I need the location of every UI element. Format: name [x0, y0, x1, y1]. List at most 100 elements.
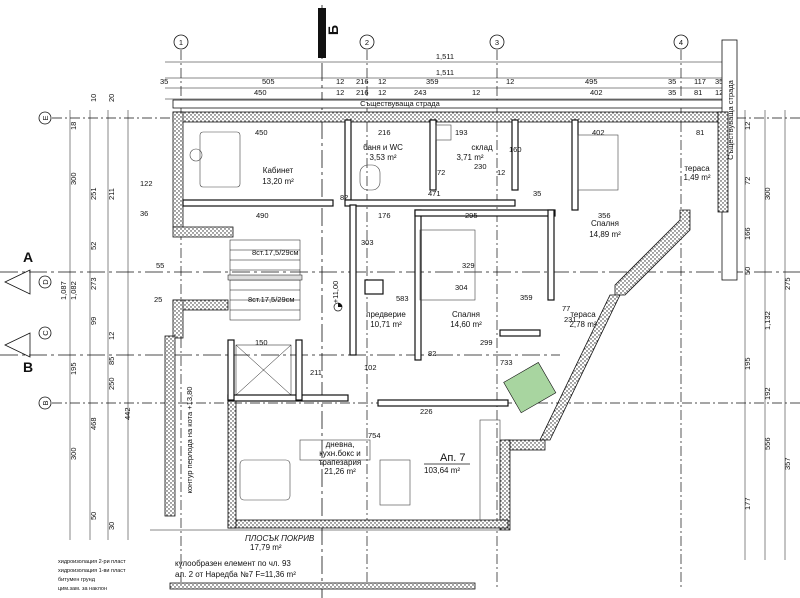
dim-l-122: 122 — [140, 179, 153, 188]
dim-l-211: 211 — [107, 188, 116, 200]
room-area-study: 13,20 m² — [262, 177, 294, 186]
room-name-bedroom-2: Спалня — [452, 310, 480, 319]
dim-t-12d: 12 — [336, 88, 344, 97]
dim-t-35a: 35 — [160, 77, 168, 86]
dim-l-250: 250 — [107, 377, 116, 390]
room-name-bath: баня и WC — [363, 143, 403, 152]
room-name-hall: предверие — [366, 310, 406, 319]
section-a-marker: A — [0, 249, 800, 295]
dim-i-402: 402 — [592, 128, 605, 137]
dim-t-450: 450 — [254, 88, 267, 97]
dim-i-72: 72 — [437, 168, 445, 177]
dim-r-166: 166 — [743, 227, 752, 240]
dim-l-195: 195 — [69, 362, 78, 375]
dim-i-583: 583 — [396, 294, 409, 303]
dim-r-177: 177 — [743, 497, 752, 510]
dim-t-12g: 12 — [715, 88, 723, 97]
dim-i-295: 295 — [465, 211, 478, 220]
dim-t-12f: 12 — [472, 88, 480, 97]
dim-t-12b: 12 — [378, 77, 386, 86]
dim-i-754: 754 — [368, 431, 381, 440]
apartment-name: Ап. 7 — [440, 452, 466, 464]
dim-t-35d: 35 — [668, 88, 676, 97]
dim-l-25: 25 — [154, 295, 162, 304]
dim-i-150: 150 — [255, 338, 268, 347]
outer-walls — [164, 111, 729, 531]
dim-i-359: 359 — [520, 293, 533, 302]
room-name-living-1: дневна, — [326, 440, 355, 449]
dim-t-359: 359 — [426, 77, 439, 86]
dim-l-1087: 1,087 — [59, 281, 68, 300]
dim-t-12e: 12 — [378, 88, 386, 97]
existing-street-right-label: Съществуваща страда — [726, 79, 735, 160]
dim-l-85: 85 — [107, 357, 116, 365]
section-letter-top: Б — [325, 25, 341, 35]
room-name-bedroom-1: Спалня — [591, 219, 619, 228]
dim-i-303: 303 — [361, 238, 374, 247]
dim-i-304: 304 — [455, 283, 468, 292]
apartment-area: 103,64 m² — [424, 466, 460, 475]
stairs-label-1: 8ст.17,5/29см — [252, 248, 299, 257]
dim-i-471: 471 — [428, 189, 441, 198]
dim-r-192: 192 — [763, 387, 772, 400]
dim-t-402: 402 — [590, 88, 603, 97]
dim-t-12a: 12 — [336, 77, 344, 86]
dim-total-2: 1,511 — [436, 68, 454, 77]
roof-label: ПЛОСЪК ПОКРИВ — [245, 534, 315, 543]
room-area-bedroom-1: 14,89 m² — [589, 230, 621, 239]
dim-i-356: 356 — [598, 211, 611, 220]
dim-l-300a: 300 — [69, 172, 78, 185]
room-area-living: 21,26 m² — [324, 467, 356, 476]
inner-dimensions: 450 216 193 402 81 72 12 35 82 230 160 1… — [255, 128, 704, 440]
dim-i-35: 35 — [533, 189, 541, 198]
dim-l-52: 52 — [89, 242, 98, 250]
dim-t-35c: 35 — [715, 77, 723, 86]
dim-l-442: 442 — [123, 407, 132, 420]
dim-l-1082: 1,082 — [69, 281, 78, 300]
dim-l-99: 99 — [89, 317, 98, 325]
roof-area: 17,79 m² — [250, 543, 282, 552]
section-letter-a: A — [23, 249, 33, 265]
dim-l-273: 273 — [89, 277, 98, 290]
dim-r-195: 195 — [743, 357, 752, 370]
dim-t-505: 505 — [262, 77, 275, 86]
axis-E: E — [41, 115, 50, 120]
dim-i-176: 176 — [378, 211, 391, 220]
room-area-terrace-2: 2,78 m² — [569, 320, 596, 329]
dim-r-12: 12 — [743, 122, 752, 130]
dim-l-468: 468 — [89, 417, 98, 430]
room-name-study: Кабинет — [263, 166, 294, 175]
layers-legend: хидроизолация 2-ри пласт хидроизолация 1… — [58, 559, 126, 592]
axis-C: C — [41, 330, 50, 336]
section-b2-marker: B — [0, 332, 560, 375]
dim-r-300: 300 — [763, 187, 772, 200]
axis-B: B — [41, 400, 50, 405]
layer-4: цим.зам. за наклон — [58, 586, 107, 592]
furniture — [189, 124, 619, 521]
room-name-living-2: кухн.бокс и — [319, 449, 361, 458]
dim-l-10: 10 — [89, 94, 98, 102]
dim-l-55: 55 — [156, 261, 164, 270]
left-dimensions: 18 300 251 211 52 273 1,082 1,087 99 12 … — [59, 94, 164, 540]
stairs-label-2: 8ст.17,5/29см — [248, 295, 295, 304]
dim-i-450: 450 — [255, 128, 268, 137]
level-value: +11,00 — [331, 281, 340, 304]
room-name-storage: склад — [471, 143, 493, 152]
axis-2: 2 — [365, 38, 369, 47]
room-area-storage: 3,71 m² — [456, 153, 483, 162]
dim-i-82b: 82 — [428, 349, 436, 358]
apartment-label: Ап. 7 103,64 m² — [424, 452, 470, 475]
dim-t-81: 81 — [694, 88, 702, 97]
dim-i-193: 193 — [455, 128, 468, 137]
dim-i-733: 733 — [500, 358, 513, 367]
dim-l-20: 20 — [107, 94, 116, 102]
axis-3: 3 — [495, 38, 499, 47]
dim-i-77: 77 — [562, 304, 570, 313]
axis-1: 1 — [179, 38, 183, 47]
flat-roof: ПЛОСЪК ПОКРИВ 17,79 m² кулообразен елеме… — [150, 529, 500, 590]
dim-t-35b: 35 — [668, 77, 676, 86]
layer-3: битумен грунд — [58, 577, 96, 583]
existing-street-top: Съществуваща страда — [172, 99, 729, 109]
dim-i-81: 81 — [696, 128, 704, 137]
